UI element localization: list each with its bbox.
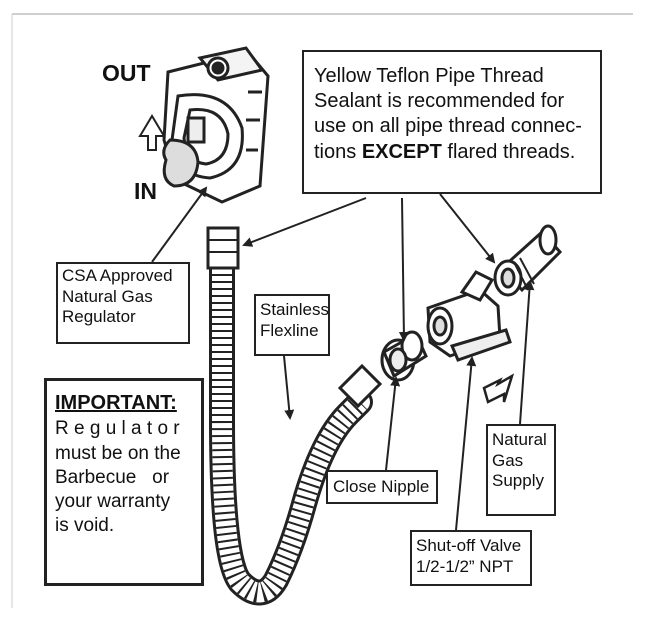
important-line: Barbecue or — [55, 466, 170, 488]
leader-arrows — [151, 186, 535, 531]
regulator-label-line: CSA Approved — [62, 266, 173, 285]
important-warning-text: IMPORTANT: R e g u l a t o r must be on … — [55, 391, 197, 538]
arrow-regulator-to-valve — [151, 186, 208, 263]
in-label: IN — [134, 178, 157, 204]
gas-supply-label-line: Natural — [492, 430, 547, 449]
gas-supply-label-line: Supply — [492, 471, 544, 491]
important-line: must be on the — [55, 442, 181, 464]
shutoff-valve-drawing — [426, 270, 512, 362]
regulator-label-text: CSA Approved Natural Gas Regulator — [62, 266, 173, 328]
gas-supply-label-box: Natural Gas Supply — [486, 424, 556, 516]
shutoff-valve-label-line: 1/2-1/2” NPT — [416, 556, 514, 576]
close-nipple-drawing — [380, 330, 428, 382]
arrow-note-to-nipple — [398, 197, 409, 342]
sealant-note-text: Yellow Teflon Pipe Thread Sealant is rec… — [314, 64, 596, 165]
arrow-valve — [455, 356, 477, 531]
close-nipple-label: Close Nipple — [333, 477, 430, 496]
important-line: your warranty — [55, 490, 171, 512]
sealant-note-line: use on all pipe thread connec- — [314, 115, 582, 138]
regulator-label-line: Natural Gas — [62, 286, 153, 306]
gas-supply-label-line: Gas — [492, 450, 524, 470]
important-title: IMPORTANT: — [55, 392, 177, 414]
gas-supply-label-text: Natural Gas Supply — [492, 430, 547, 492]
out-label: OUT — [102, 60, 151, 86]
sealant-note-line: Yellow Teflon Pipe Thread — [314, 65, 544, 87]
close-nipple-label-box: Close Nipple — [326, 470, 438, 504]
sealant-note-box: Yellow Teflon Pipe Thread Sealant is rec… — [302, 50, 602, 194]
flow-up-arrow-icon — [138, 114, 166, 151]
sealant-note-bold-except: EXCEPT — [361, 140, 442, 163]
important-line: is void. — [55, 514, 115, 536]
regulator-label-box: CSA Approved Natural Gas Regulator — [56, 262, 190, 344]
arrow-note-to-fitting — [242, 197, 367, 247]
sealant-note-last-line: tions EXCEPT flared threads. — [314, 140, 596, 165]
arrow-close-nipple — [385, 376, 401, 471]
sealant-note-text-part: tions — [314, 140, 362, 163]
shutoff-valve-label-box: Shut-off Valve 1/2-1/2” NPT — [410, 530, 532, 586]
flexline-label-line: Flexline — [260, 320, 319, 340]
important-line: R e g u l a t o r — [55, 418, 180, 440]
flexline-label-text: Stainless Flexline — [260, 300, 329, 341]
important-body: R e g u l a t o r must be on the Barbecu… — [55, 417, 197, 538]
arrow-supply — [519, 280, 535, 425]
arrow-flexline — [283, 355, 295, 420]
flexline-drawing — [206, 226, 383, 606]
arrow-note-to-supply — [439, 193, 496, 264]
shutoff-valve-label-text: Shut-off Valve 1/2-1/2” NPT — [416, 536, 521, 577]
regulator-drawing — [162, 46, 270, 204]
gas-flow-arrow-icon — [482, 373, 515, 404]
gas-supply-pipe-drawing — [493, 224, 563, 297]
sealant-note-line: Sealant is recommended for — [314, 90, 565, 113]
sealant-note-text-part: flared threads. — [441, 140, 576, 163]
flexline-label-line: Stainless — [260, 300, 329, 319]
flexline-label-box: Stainless Flexline — [254, 294, 330, 356]
regulator-label-line: Regulator — [62, 307, 136, 327]
shutoff-valve-label-line: Shut-off Valve — [416, 536, 522, 555]
important-warning-box: IMPORTANT: R e g u l a t o r must be on … — [44, 378, 204, 586]
